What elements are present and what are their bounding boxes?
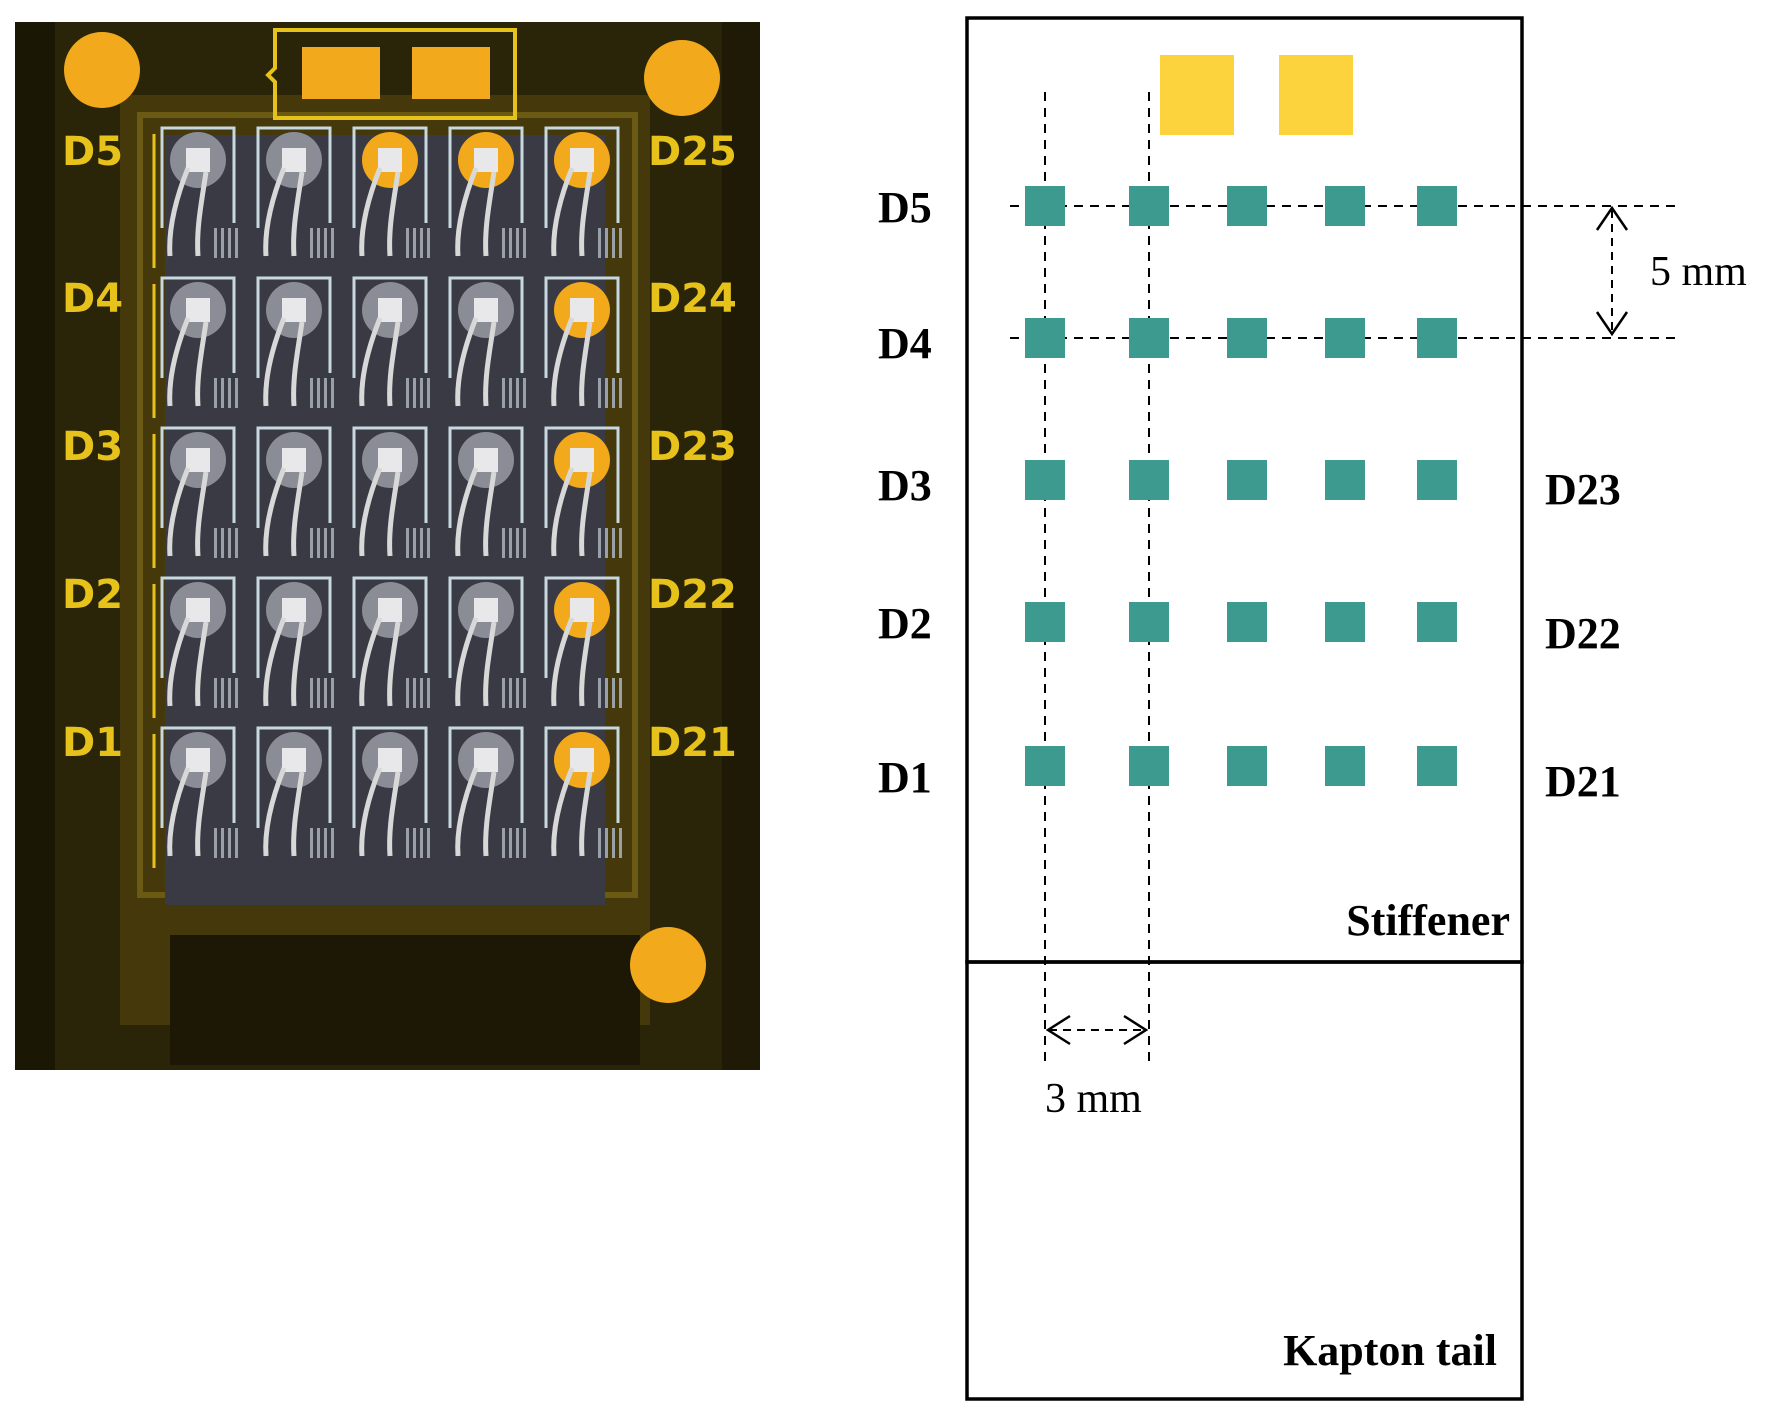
photo-left-row-label: D2 [62, 572, 123, 618]
detector-square [1025, 186, 1065, 226]
detector-square [1325, 746, 1365, 786]
detector-square [1025, 746, 1065, 786]
detector-square [1129, 186, 1169, 226]
mounting-hole-top-right [644, 40, 720, 116]
photo-right-row-label: D25 [648, 129, 737, 175]
photo-right-row-label: D22 [648, 572, 737, 618]
diagram-left-row-label: D3 [878, 461, 932, 510]
photo-detector-cell [448, 576, 526, 708]
detector-layout-diagram: 5 mm 3 mm Stiffener Kapton tail D5D4D3D2… [878, 16, 1747, 1401]
photo-detector-cell [352, 576, 430, 708]
detector-square [1129, 602, 1169, 642]
photo-detector-cell [352, 426, 430, 558]
photo-detector-cell [448, 426, 526, 558]
detector-square [1227, 460, 1267, 500]
horizontal-spacing-label: 3 mm [1045, 1076, 1142, 1122]
top-connector-outline [265, 28, 517, 120]
stiffener-label: Stiffener [1346, 896, 1510, 945]
diagram-detector-array [1025, 186, 1457, 786]
diagram-left-row-label: D4 [878, 319, 932, 368]
photo-detector-cell [256, 276, 334, 408]
detector-square [1227, 186, 1267, 226]
detector-square [1325, 460, 1365, 500]
horizontal-dimension-arrow [1045, 1014, 1149, 1046]
photo-detector-array [152, 126, 622, 868]
detector-square [1417, 602, 1457, 642]
diagram-right-row-label: D21 [1545, 757, 1621, 806]
detector-square [1227, 318, 1267, 358]
photo-detector-cell [544, 126, 622, 258]
diagram-left-row-label: D5 [878, 183, 932, 232]
photo-right-row-label: D24 [648, 276, 737, 322]
detector-square [1025, 602, 1065, 642]
mounting-hole-top-left [64, 32, 140, 108]
detector-square [1227, 746, 1267, 786]
detector-square [1227, 602, 1267, 642]
detector-square [1025, 318, 1065, 358]
detector-square [1417, 318, 1457, 358]
photo-detector-cell [256, 576, 334, 708]
detector-square [1129, 746, 1169, 786]
contact-pad-left [1160, 55, 1234, 135]
detector-square [1129, 460, 1169, 500]
detector-square [1325, 602, 1365, 642]
top-contact-pad-right [412, 47, 490, 99]
photo-detector-cell [352, 126, 430, 258]
photo-detector-cell [544, 426, 622, 558]
photo-detector-cell [544, 576, 622, 708]
detector-square [1417, 746, 1457, 786]
detector-square [1417, 186, 1457, 226]
photo-detector-cell [448, 276, 526, 408]
photo-detector-cell [544, 726, 622, 858]
photo-detector-cell [448, 726, 526, 858]
diagram-right-row-label: D22 [1545, 609, 1621, 658]
vertical-spacing-label: 5 mm [1650, 249, 1747, 295]
photo-right-row-label: D21 [648, 720, 737, 766]
kapton-tail-outline [965, 960, 1524, 1401]
photo-detector-cell [152, 276, 238, 418]
top-contact-pad-left [302, 47, 380, 99]
dimension-guides [1010, 92, 1680, 1062]
board-edge-shade-left [15, 22, 55, 1070]
detector-square [1417, 460, 1457, 500]
diagram-right-row-label: D23 [1545, 465, 1621, 514]
mounting-hole-bottom-right [630, 927, 706, 1003]
photo-detector-cell [256, 726, 334, 858]
photo-detector-cell [352, 276, 430, 408]
photo-detector-cell [152, 576, 238, 718]
photo-left-row-label: D5 [62, 129, 123, 175]
diagram-left-row-label: D1 [878, 753, 932, 802]
detector-square [1325, 186, 1365, 226]
diagram-left-row-label: D2 [878, 599, 932, 648]
photo-detector-cell [152, 426, 238, 568]
photo-detector-cell [352, 726, 430, 858]
kapton-tail-label: Kapton tail [1283, 1326, 1497, 1375]
photo-detector-cell [152, 726, 238, 868]
board-edge-shade-right [722, 22, 760, 1070]
lower-tail-region [170, 935, 640, 1065]
detector-square [1325, 318, 1365, 358]
photo-detector-cell [544, 276, 622, 408]
detector-square [1129, 318, 1169, 358]
vertical-dimension-arrow [1595, 205, 1629, 337]
photo-left-row-label: D3 [62, 424, 123, 470]
photo-right-row-label: D23 [648, 424, 737, 470]
photo-detector-cell [448, 126, 526, 258]
photo-left-row-label: D1 [62, 720, 123, 766]
photo-left-row-label: D4 [62, 276, 123, 322]
photo-detector-cell [256, 426, 334, 558]
contact-pad-right [1279, 55, 1353, 135]
photo-detector-cell [152, 126, 238, 268]
detector-square [1025, 460, 1065, 500]
photo-detector-cell [256, 126, 334, 258]
